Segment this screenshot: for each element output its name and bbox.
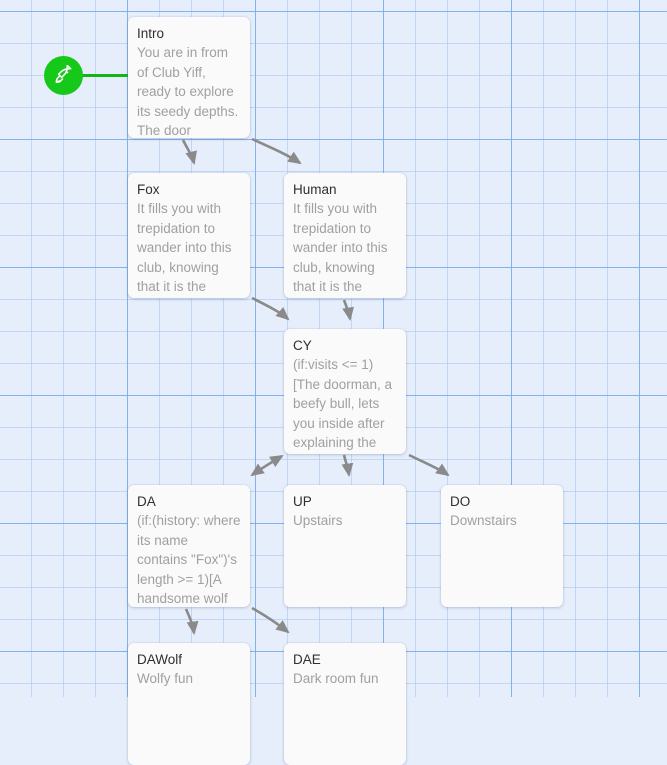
edge-cy-da xyxy=(250,454,284,477)
edge-da-dae xyxy=(251,606,290,634)
passage-title: Fox xyxy=(137,182,160,197)
passage-excerpt: (if:visits <= 1)[The doorman, a beefy bu… xyxy=(293,357,393,451)
passage-excerpt: Downstairs xyxy=(450,513,517,528)
passage-excerpt: (if:(history: where its name contains "F… xyxy=(137,513,241,607)
passage-title: UP xyxy=(293,494,312,509)
passage-node-da[interactable]: DA (if:(history: where its name contains … xyxy=(128,485,250,607)
passage-title: Human xyxy=(293,182,337,197)
passage-excerpt: It fills you with trepidation to wander … xyxy=(137,201,232,295)
edge-fox-cy xyxy=(251,296,290,321)
passage-excerpt: Wolfy fun xyxy=(137,671,194,686)
passage-node-fox[interactable]: Fox It fills you with trepidation to wand… xyxy=(128,173,250,298)
passage-node-human[interactable]: Human It fills you with trepidation to wa… xyxy=(284,173,406,298)
edge-cy-up xyxy=(341,454,354,478)
passage-title: DO xyxy=(450,494,471,509)
passage-node-dae[interactable]: DAE Dark room fun xyxy=(284,643,406,765)
start-connector-line xyxy=(82,74,129,77)
passage-node-up[interactable]: UP Upstairs xyxy=(284,485,406,607)
passage-excerpt: Dark room fun xyxy=(293,671,379,686)
edge-cy-do xyxy=(408,453,450,477)
rocket-icon xyxy=(53,64,75,87)
passage-title: DA xyxy=(137,494,156,509)
passage-excerpt: You are in from of Club Yiff, ready to e… xyxy=(137,45,239,138)
passage-title: DAE xyxy=(293,652,321,667)
start-marker[interactable] xyxy=(44,56,83,95)
passage-node-do[interactable]: DO Downstairs xyxy=(441,485,563,607)
edge-human-cy xyxy=(342,299,354,322)
edge-intro-human xyxy=(251,137,302,165)
edge-intro-fox xyxy=(181,139,197,165)
passage-title: Intro xyxy=(137,26,165,41)
edge-da-dawolf xyxy=(184,608,199,636)
passage-title: CY xyxy=(293,338,312,353)
passage-title: DAWolf xyxy=(137,652,183,667)
passage-excerpt: Upstairs xyxy=(293,513,343,528)
passage-node-cy[interactable]: CY (if:visits <= 1)[The doorman, a beefy … xyxy=(284,329,406,454)
passage-excerpt: It fills you with trepidation to wander … xyxy=(293,201,388,295)
